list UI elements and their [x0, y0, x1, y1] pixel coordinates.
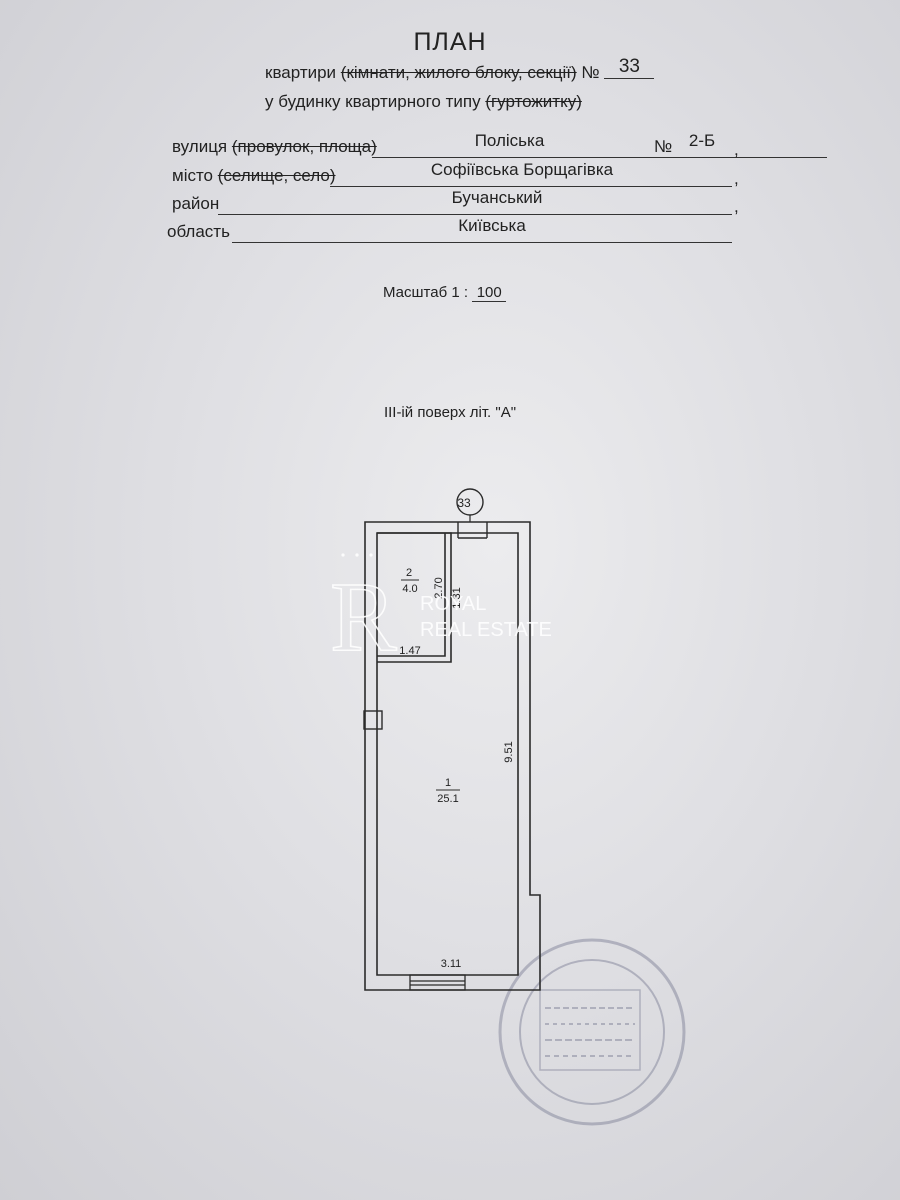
district-value: Бучанський	[451, 188, 543, 207]
street-value: Поліська	[474, 131, 545, 150]
building-type-struck: (гуртожитку)	[485, 92, 582, 111]
city-comma: ,	[734, 169, 739, 188]
room2-number: 2	[406, 567, 412, 579]
city-label-group: місто (селище, село)	[172, 166, 336, 186]
street-row: вулиця (провулок, площа) Поліська № 2-Б …	[172, 131, 827, 161]
room2-width: 1.47	[399, 645, 420, 657]
room1-number: 1	[445, 777, 451, 789]
street-label: вулиця	[172, 137, 228, 156]
window	[409, 974, 466, 991]
apartment-badge	[456, 488, 484, 522]
watermark-stars	[341, 553, 373, 557]
scale-line: Масштаб 1 : 100	[383, 284, 507, 302]
room2-walls	[377, 532, 452, 663]
city-value: Софіївська Борщагівка	[430, 160, 614, 179]
room1-area: 25.1	[437, 793, 458, 805]
corridor-dimension: 1.31	[451, 587, 463, 608]
house-number-label: №	[654, 137, 673, 156]
room2-height: 2.70	[433, 577, 445, 598]
city-rule	[330, 186, 732, 187]
building-type-line: у будинку квартирного типу (гуртожитку)	[265, 92, 582, 112]
house-number-value: 2-Б	[688, 131, 716, 150]
watermark-line1: ROYAL	[420, 593, 486, 615]
district-label: район	[172, 194, 220, 213]
room2-area: 4.0	[402, 583, 417, 595]
watermark-line2: REAL ESTATE	[420, 619, 552, 641]
scale-ratio-value: 100	[472, 284, 507, 302]
apartment-label: квартири	[265, 63, 337, 82]
apartment-badge-number: 33	[457, 496, 471, 510]
street-rule	[372, 157, 827, 158]
document-title: ПЛАН	[413, 28, 487, 56]
wall-niche	[363, 710, 383, 730]
watermark-logo: R ROYAL REAL ESTATE	[329, 553, 552, 673]
district-rule	[218, 214, 732, 215]
outer-walls	[364, 521, 541, 991]
entrance-door	[457, 522, 488, 539]
official-stamp	[498, 938, 686, 1126]
apartment-label-struck: (кімнати, жилого блоку, секції)	[340, 63, 577, 82]
district-row: район Бучанський ,	[172, 188, 742, 218]
city-label: місто	[172, 166, 214, 185]
region-row: область Київська	[167, 216, 742, 246]
apartment-line: квартири (кімнати, жилого блоку, секції)…	[265, 56, 655, 85]
region-label: область	[167, 222, 230, 241]
region-value: Київська	[458, 216, 526, 235]
city-row: місто (селище, село) Софіївська Борщагів…	[172, 160, 742, 190]
floor-label: ІІІ-ій поверх літ. "А"	[383, 404, 517, 421]
street-label-struck: (провулок, площа)	[231, 137, 377, 156]
city-label-struck: (селище, село)	[217, 166, 336, 185]
number-sign: №	[581, 63, 600, 82]
district-comma: ,	[734, 197, 739, 216]
apartment-number: 33	[604, 56, 655, 79]
room1-width: 3.11	[441, 958, 462, 970]
room1-height: 9.51	[503, 741, 515, 762]
building-type-label: у будинку квартирного типу	[265, 92, 481, 111]
region-rule	[232, 242, 732, 243]
street-comma: ,	[734, 140, 739, 159]
scale-ratio-prefix: 1 :	[451, 284, 469, 301]
watermark-emblem-icon: R	[330, 561, 397, 672]
street-label-group: вулиця (провулок, площа)	[172, 137, 377, 157]
scale-label: Масштаб	[383, 284, 448, 301]
house-number-rule	[672, 157, 732, 158]
